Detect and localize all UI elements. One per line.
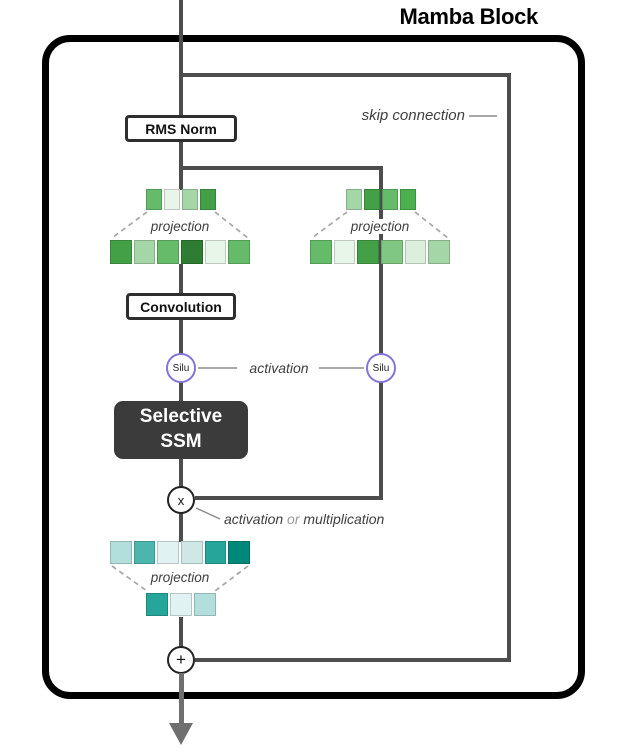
output-line [179,673,184,724]
vector-cell [110,541,132,564]
vector-cell [333,240,356,264]
multiply-annotation-or: or [287,511,300,527]
silu-node-right: Silu [366,353,396,383]
multiply-annotation-activation: activation [224,511,284,527]
rms-norm-box: RMS Norm [125,115,237,142]
vector-cell [146,189,162,210]
ssm-to-multiply-line [179,459,183,487]
gate-vertical-line [379,166,383,498]
projection-to-convolution-line [179,264,183,294]
gate-branch-line [179,166,383,170]
vector-left-large [110,240,251,264]
vector-cell [364,189,380,210]
silu-to-ssm-line [179,382,183,403]
vector-cell [146,593,168,616]
vector-output-small [146,593,216,616]
convolution-box: Convolution [126,293,236,320]
selective-ssm-label-line2: SSM [160,431,202,452]
multiply-to-vector-line [179,513,183,542]
vector-cell [133,240,156,264]
vector-cell [200,189,216,210]
mamba-block-border [42,35,585,699]
vector-right-small [346,189,416,210]
norm-output-line [179,141,183,190]
vector-cell [357,240,380,264]
vector-cell [157,541,180,564]
rms-norm-label: RMS Norm [145,120,217,137]
vector-cell [164,189,180,210]
silu-left-label: Silu [172,362,190,374]
skip-connection-line-top [179,73,511,77]
vector-right-large [310,240,451,264]
multiply-annotation-label: activation or multiplication [224,511,384,527]
vector-cell [204,240,227,264]
projection-right-label: projection [310,219,450,234]
projection-left-label-text: projection [147,219,213,234]
vector-cell [170,593,192,616]
vector-cell [382,189,398,210]
vector-cell [204,541,227,564]
plus-symbol: + [176,650,186,669]
projection-output-label-text: projection [147,570,213,585]
gate-to-multiply-line [195,496,383,500]
vector-cell [310,240,332,264]
vector-cell [346,189,362,210]
projection-output-label: projection [110,570,250,585]
skip-connection-line-bottom [195,658,511,662]
vector-cell [381,240,403,264]
activation-label: activation [249,360,309,376]
vector-cell [182,189,198,210]
multiply-symbol: x [177,492,185,508]
vector-cell [428,240,451,264]
vector-cell [194,593,216,616]
convolution-label: Convolution [140,298,222,315]
multiply-node: x [167,486,195,514]
projection-left-label: projection [110,219,250,234]
multiply-annotation-multiplication: multiplication [303,511,385,527]
vector-cell [181,240,203,264]
output-arrow-icon [169,723,193,745]
projection-to-add-line [179,617,183,647]
selective-ssm-label-line1: Selective [139,406,223,428]
vector-cell [157,240,180,264]
silu-node-left: Silu [166,353,196,383]
vector-cell [133,541,156,564]
vector-cell [228,541,251,564]
projection-right-label-text: projection [347,219,413,234]
selective-ssm-box: Selective SSM [114,401,248,459]
skip-connection-label: skip connection [361,107,465,124]
vector-left-small [146,189,216,210]
input-line [179,0,183,116]
add-node: + [167,646,195,674]
vector-cell [110,240,132,264]
vector-cell [228,240,251,264]
vector-output-large [110,541,251,564]
convolution-to-silu-line [179,320,183,354]
vector-cell [400,189,416,210]
skip-connection-line-right [507,73,511,662]
silu-right-label: Silu [372,362,390,374]
diagram-title: Mamba Block [399,4,538,29]
vector-cell [404,240,427,264]
vector-cell [181,541,203,564]
